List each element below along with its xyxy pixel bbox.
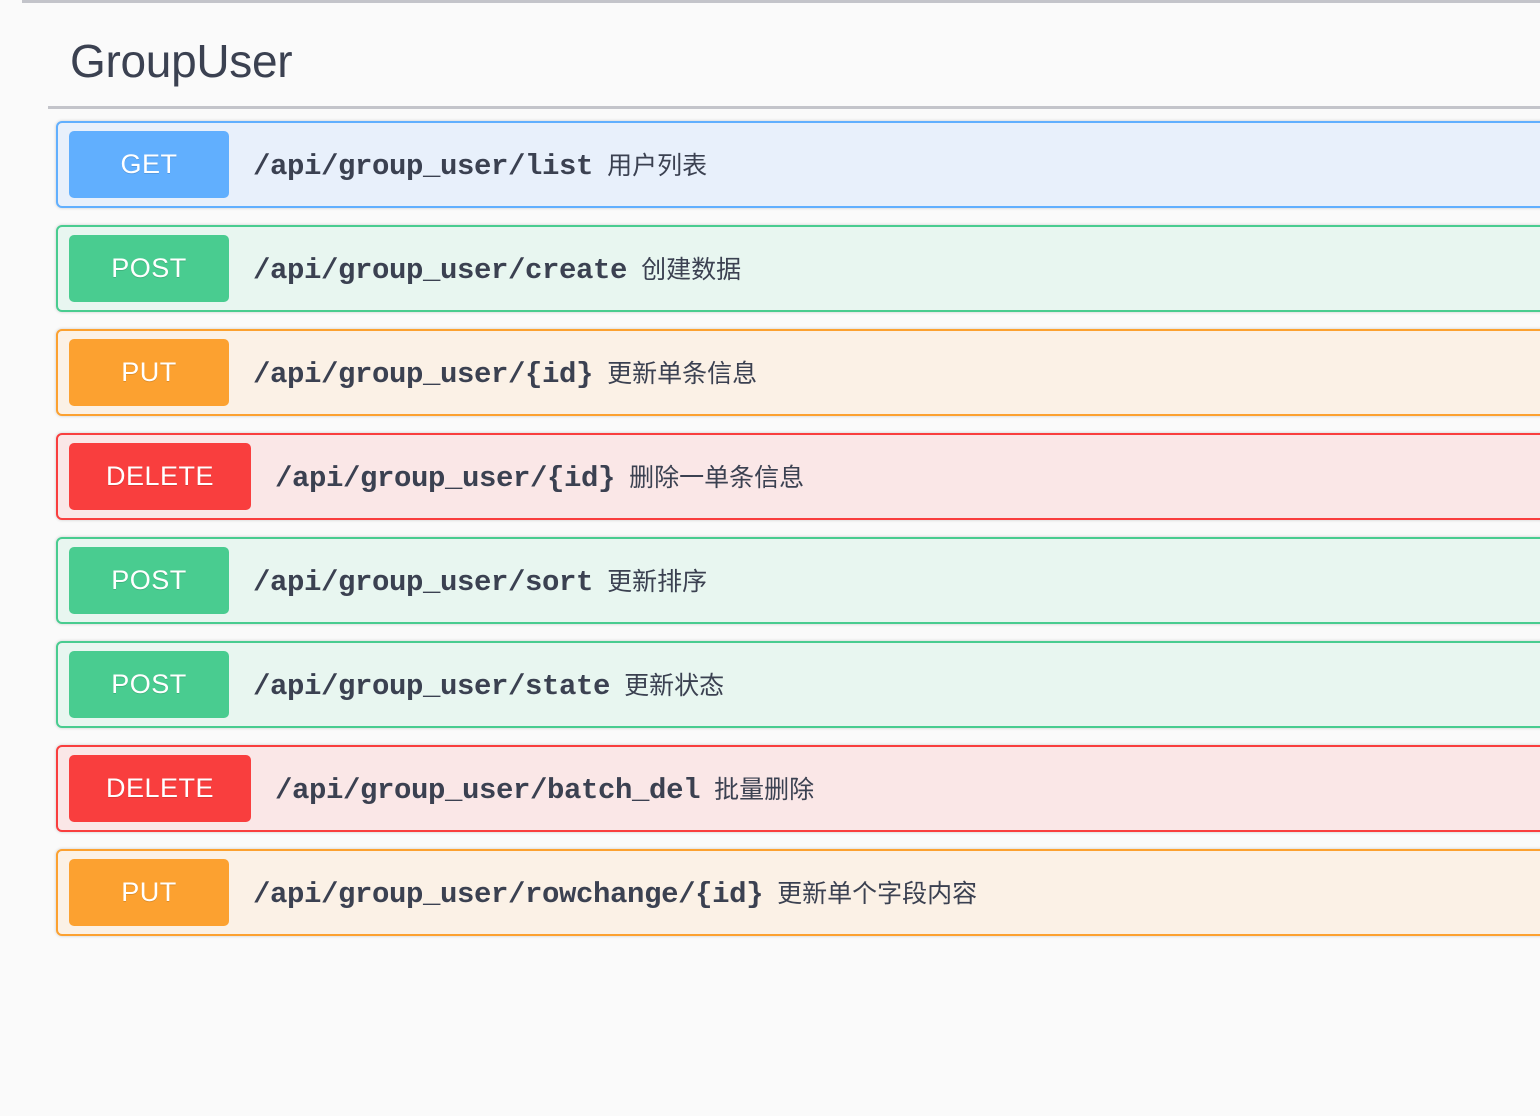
http-method-badge[interactable]: POST	[69, 235, 229, 302]
endpoint-path: /api/group_user/state	[253, 670, 611, 703]
operation-summary[interactable]: /api/group_user/rowchange/{id} 更新单个字段内容	[229, 874, 977, 911]
operation-row[interactable]: POST/api/group_user/state 更新状态	[56, 641, 1540, 728]
endpoint-path: /api/group_user/list	[253, 150, 594, 183]
endpoint-path: /api/group_user/create	[253, 254, 628, 287]
http-method-badge[interactable]: DELETE	[69, 755, 251, 822]
operation-summary[interactable]: /api/group_user/batch_del 批量删除	[251, 770, 814, 807]
operation-row[interactable]: POST/api/group_user/sort 更新排序	[56, 537, 1540, 624]
operation-row[interactable]: GET/api/group_user/list 用户列表	[56, 121, 1540, 208]
operation-summary[interactable]: /api/group_user/{id} 更新单条信息	[229, 354, 757, 391]
operation-summary[interactable]: /api/group_user/list 用户列表	[229, 146, 707, 183]
endpoint-description: 用户列表	[607, 152, 708, 180]
endpoint-description: 更新状态	[624, 672, 725, 700]
operation-summary[interactable]: /api/group_user/sort 更新排序	[229, 562, 707, 599]
operation-summary[interactable]: /api/group_user/{id} 删除一单条信息	[251, 458, 804, 495]
page-title[interactable]: GroupUser	[70, 35, 293, 87]
endpoint-description: 创建数据	[641, 256, 742, 284]
endpoint-description: 更新单条信息	[607, 360, 758, 388]
http-method-badge[interactable]: POST	[69, 547, 229, 614]
operation-list: GET/api/group_user/list 用户列表 POST/api/grou…	[48, 109, 1540, 936]
endpoint-description: 更新排序	[607, 568, 708, 596]
endpoint-description: 删除一单条信息	[629, 464, 805, 492]
http-method-badge[interactable]: PUT	[69, 859, 229, 926]
endpoint-description: 批量删除	[714, 776, 815, 804]
operation-row[interactable]: PUT/api/group_user/{id} 更新单条信息	[56, 329, 1540, 416]
http-method-badge[interactable]: PUT	[69, 339, 229, 406]
endpoint-path: /api/group_user/rowchange/{id}	[253, 878, 764, 911]
http-method-badge[interactable]: POST	[69, 651, 229, 718]
operation-row[interactable]: POST/api/group_user/create 创建数据	[56, 225, 1540, 312]
endpoint-description: 更新单个字段内容	[777, 880, 978, 908]
panel-top-divider	[22, 0, 1540, 3]
tag-header[interactable]: GroupUser	[48, 0, 1540, 106]
http-method-badge[interactable]: GET	[69, 131, 229, 198]
endpoint-path: /api/group_user/batch_del	[275, 774, 701, 807]
http-method-badge[interactable]: DELETE	[69, 443, 251, 510]
operation-row[interactable]: DELETE/api/group_user/{id} 删除一单条信息	[56, 433, 1540, 520]
operation-summary[interactable]: /api/group_user/create 创建数据	[229, 250, 741, 287]
operation-row[interactable]: PUT/api/group_user/rowchange/{id} 更新单个字段内…	[56, 849, 1540, 936]
operation-row[interactable]: DELETE/api/group_user/batch_del 批量删除	[56, 745, 1540, 832]
endpoint-path: /api/group_user/sort	[253, 566, 594, 599]
endpoint-path: /api/group_user/{id}	[253, 358, 594, 391]
tag-divider	[48, 106, 1540, 109]
operation-summary[interactable]: /api/group_user/state 更新状态	[229, 666, 724, 703]
endpoint-path: /api/group_user/{id}	[275, 462, 616, 495]
